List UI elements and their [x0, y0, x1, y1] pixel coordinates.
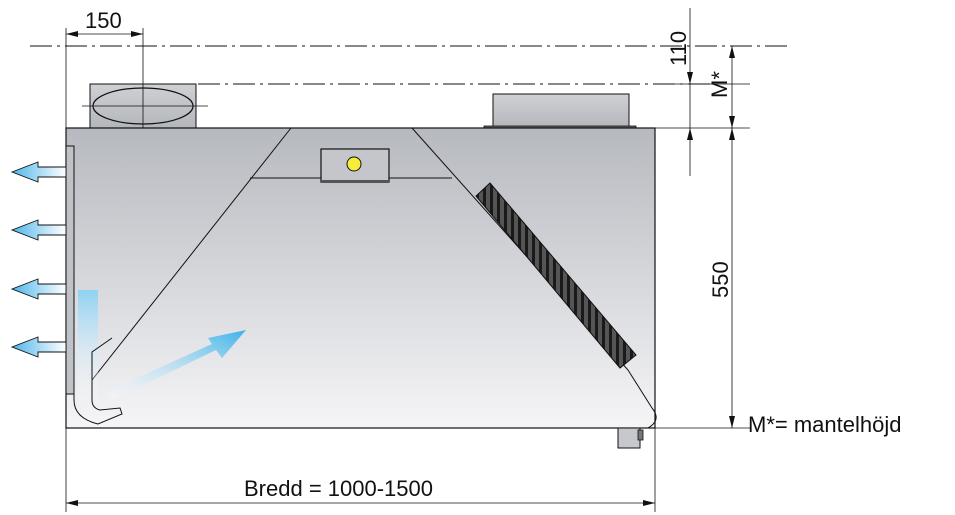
dim-550-label: 550	[708, 261, 733, 298]
dim-arrowhead	[66, 500, 78, 506]
dim-arrowhead	[643, 500, 655, 506]
dim-arrowhead	[66, 31, 78, 37]
mantel-note: M*= mantelhöjd	[748, 412, 901, 437]
dim-110-label: 110	[666, 31, 691, 66]
dim-arrowhead	[729, 128, 735, 140]
dim-arrowhead	[729, 116, 735, 128]
dim-arrowhead	[729, 46, 735, 58]
drain-fitting-tip	[637, 429, 644, 441]
dim-arrowhead	[687, 72, 693, 84]
outflow-arrow	[10, 161, 67, 183]
supply-stub-right	[492, 93, 630, 129]
plenum-left	[91, 127, 292, 381]
lamp-housing-base	[321, 180, 389, 183]
filter-rail	[627, 369, 653, 409]
air-flow-vertical	[78, 290, 98, 400]
dim-mantel-label: M*	[707, 71, 732, 98]
dim-150-label: 150	[85, 8, 122, 33]
outflow-arrows	[10, 161, 67, 358]
supply-plate	[65, 145, 75, 395]
drip-curve	[647, 407, 657, 429]
dim-width-label: Bredd = 1000-1500	[244, 476, 433, 501]
dim-arrowhead	[687, 128, 693, 140]
lamp-icon	[346, 156, 362, 172]
outflow-arrow	[10, 219, 67, 241]
outflow-arrow	[10, 278, 67, 300]
dim-arrowhead	[131, 31, 143, 37]
air-flow-arrow	[106, 330, 246, 400]
grease-filter	[475, 182, 637, 369]
outflow-arrow	[10, 336, 67, 358]
inner-duct	[73, 337, 123, 425]
drain-fitting	[617, 427, 641, 449]
dim-arrowhead	[729, 416, 735, 428]
